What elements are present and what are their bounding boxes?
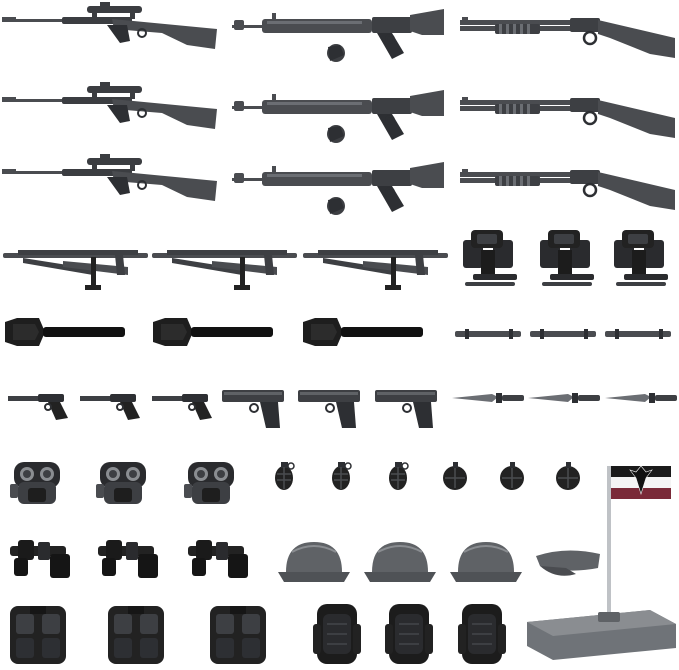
flag-stand [527, 465, 676, 660]
flag-pole [607, 466, 611, 614]
shovel-3 [303, 318, 423, 346]
rifle-1 [1, 1, 218, 50]
helmet-1 [277, 541, 351, 583]
flag-eagle-emblem [629, 465, 653, 496]
rifle-2 [1, 81, 218, 130]
helmet-3 [449, 541, 523, 583]
shotgun-2 [458, 95, 677, 140]
shotgun-1 [458, 15, 677, 60]
knife-2 [528, 393, 600, 403]
officer-cap [536, 550, 600, 576]
knife-3 [605, 393, 677, 403]
backpack-2 [384, 603, 434, 665]
launcher-3 [303, 250, 448, 290]
launcher-1 [3, 250, 148, 290]
grenade-round-1 [442, 461, 468, 491]
grenade-round-2 [499, 461, 525, 491]
backpack-1 [312, 603, 362, 665]
grenade-pineapple-3 [388, 461, 409, 491]
gas-mask-2 [96, 462, 146, 504]
grenade-stick-1 [455, 329, 521, 339]
grenade-pineapple-1 [274, 461, 295, 491]
machine-gun-2 [231, 89, 445, 144]
vest-2 [108, 606, 164, 664]
helmet-2 [363, 541, 437, 583]
pistol-small-2 [79, 393, 141, 421]
pistol-large-2 [297, 389, 361, 429]
shovel-1 [5, 318, 125, 346]
vest-1 [10, 606, 66, 664]
machine-gun-1 [231, 8, 445, 63]
gear-pack-2 [540, 230, 594, 286]
grenade-round-3 [555, 461, 581, 491]
gas-mask-3 [184, 462, 234, 504]
pistol-small-1 [7, 393, 69, 421]
belt-2 [98, 540, 158, 578]
backpack-3 [457, 603, 507, 665]
grenade-pineapple-2 [331, 461, 352, 491]
machine-gun-3 [231, 161, 445, 216]
gear-pack-3 [614, 230, 668, 286]
shotgun-3 [458, 167, 677, 212]
pistol-small-3 [151, 393, 213, 421]
knife-1 [452, 393, 524, 403]
vest-3 [210, 606, 266, 664]
pistol-large-3 [374, 389, 438, 429]
shovel-2 [153, 318, 273, 346]
grenade-stick-2 [530, 329, 596, 339]
gas-mask-1 [10, 462, 60, 504]
launcher-2 [152, 250, 297, 290]
gear-pack-1 [463, 230, 517, 286]
rifle-3 [1, 153, 218, 202]
belt-1 [10, 540, 70, 578]
pistol-large-1 [221, 389, 285, 429]
grenade-stick-3 [605, 329, 671, 339]
belt-3 [188, 540, 248, 578]
